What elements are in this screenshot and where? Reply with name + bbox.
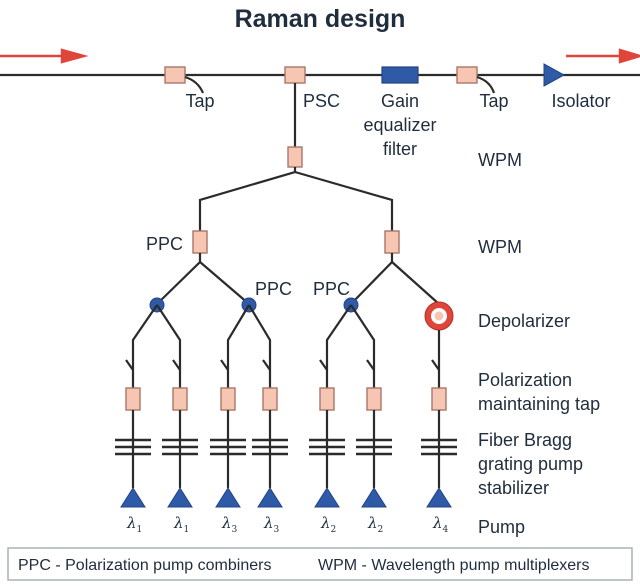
pump-wavelength-3: λ3 bbox=[221, 514, 238, 535]
wpm-right-branch-b bbox=[391, 261, 440, 305]
isolator-label: Isolator bbox=[551, 91, 610, 111]
fbg-6 bbox=[356, 438, 392, 456]
output-arrow-head bbox=[618, 48, 640, 64]
pm-tap-hooks bbox=[125, 359, 440, 371]
ppc-2-branches bbox=[226, 304, 272, 388]
pump-wavelength-1: λ1 bbox=[126, 514, 142, 535]
pump-wavelength-6: λ2 bbox=[367, 514, 383, 535]
fbg-label-line-2: grating pump bbox=[478, 454, 583, 474]
fbg-7 bbox=[421, 438, 457, 456]
pump-wavelength-7: λ4 bbox=[432, 514, 449, 535]
tap-1-label: Tap bbox=[185, 91, 214, 111]
wpm-right-branch-a bbox=[350, 253, 394, 305]
ppc-1-branches bbox=[131, 304, 182, 388]
polarization-maintaining-taps bbox=[125, 387, 447, 411]
pump-wavelength-2: λ1 bbox=[173, 514, 189, 535]
wpm-top-label: WPM bbox=[478, 150, 522, 170]
ppc-3-branches bbox=[325, 304, 376, 388]
pump-label: Pump bbox=[478, 517, 525, 537]
fbg-4 bbox=[252, 438, 288, 456]
tap-2-label: Tap bbox=[479, 91, 508, 111]
pm-tap-3 bbox=[220, 387, 236, 411]
wpm-top-right-branch bbox=[294, 170, 394, 231]
wpm-mid-right bbox=[384, 230, 400, 254]
pump-icon-6 bbox=[361, 487, 387, 508]
pm-tap-5 bbox=[319, 387, 335, 411]
legend-ppc: PPC - Polarization pump combiners bbox=[18, 557, 271, 574]
fbg-5 bbox=[309, 438, 345, 456]
pump-icon-4 bbox=[257, 487, 283, 508]
ppc-right-label: PPC bbox=[313, 279, 350, 299]
ppc-mid-label: PPC bbox=[255, 279, 292, 299]
pump-lasers bbox=[120, 487, 452, 508]
pump-icon-5 bbox=[314, 487, 340, 508]
wpm-mid-label: WPM bbox=[478, 237, 522, 257]
isolator-icon bbox=[543, 63, 566, 87]
pump-icon-1 bbox=[120, 487, 146, 508]
tap-coupler-2 bbox=[456, 66, 478, 84]
wpm-mid-left bbox=[192, 230, 208, 254]
psc-combiner bbox=[284, 66, 306, 84]
depolarizer-label: Depolarizer bbox=[478, 311, 570, 331]
fiber-bragg-gratings bbox=[115, 438, 457, 456]
legend-wpm: WPM - Wavelength pump multiplexers bbox=[318, 557, 590, 574]
fbg-3 bbox=[210, 438, 246, 456]
diagram-title: Raman design bbox=[235, 5, 406, 33]
wpm-left-branch-b bbox=[199, 261, 250, 305]
pump-wavelength-4: λ3 bbox=[263, 514, 280, 535]
pump-icon-7 bbox=[426, 487, 452, 508]
pump-feed-fibers bbox=[131, 410, 441, 488]
fbg-1 bbox=[115, 438, 151, 456]
pump-wavelength-5: λ2 bbox=[320, 514, 336, 535]
gain-label-line-1: Gain bbox=[381, 91, 419, 111]
input-arrow-head bbox=[60, 48, 89, 64]
gain-label-line-3: filter bbox=[383, 139, 417, 159]
tap-2-branch bbox=[476, 75, 496, 94]
depolarizer-core bbox=[434, 311, 444, 321]
wpm-left-branch-a bbox=[156, 253, 202, 305]
fbg-label-line-1: Fiber Bragg bbox=[478, 430, 572, 450]
pm-tap-4 bbox=[262, 387, 278, 411]
legend-box bbox=[7, 547, 633, 581]
pm-tap-2 bbox=[172, 387, 188, 411]
gain-equalizer-filter bbox=[381, 66, 419, 84]
fbg-label-line-3: stabilizer bbox=[478, 478, 549, 498]
gain-label-line-2: equalizer bbox=[363, 115, 436, 135]
wpm-top-left-branch bbox=[198, 167, 297, 231]
pm-tap-label-line-1: Polarization bbox=[478, 370, 572, 390]
pm-tap-6 bbox=[366, 387, 382, 411]
fbg-2 bbox=[162, 438, 198, 456]
wpm-top bbox=[287, 146, 303, 168]
pm-tap-7 bbox=[431, 387, 447, 411]
pump-icon-3 bbox=[215, 487, 241, 508]
tap-1-branch bbox=[184, 75, 205, 94]
pm-tap-1 bbox=[125, 387, 141, 411]
psc-label: PSC bbox=[303, 91, 340, 111]
pm-tap-label-line-2: maintaining tap bbox=[478, 394, 600, 414]
pump-icon-2 bbox=[167, 487, 193, 508]
tap-coupler-1 bbox=[164, 66, 186, 84]
pump-wavelength-labels: λ1 λ1 λ3 λ3 λ2 λ2 λ4 bbox=[126, 514, 449, 535]
ppc-left-label: PPC bbox=[146, 234, 183, 254]
